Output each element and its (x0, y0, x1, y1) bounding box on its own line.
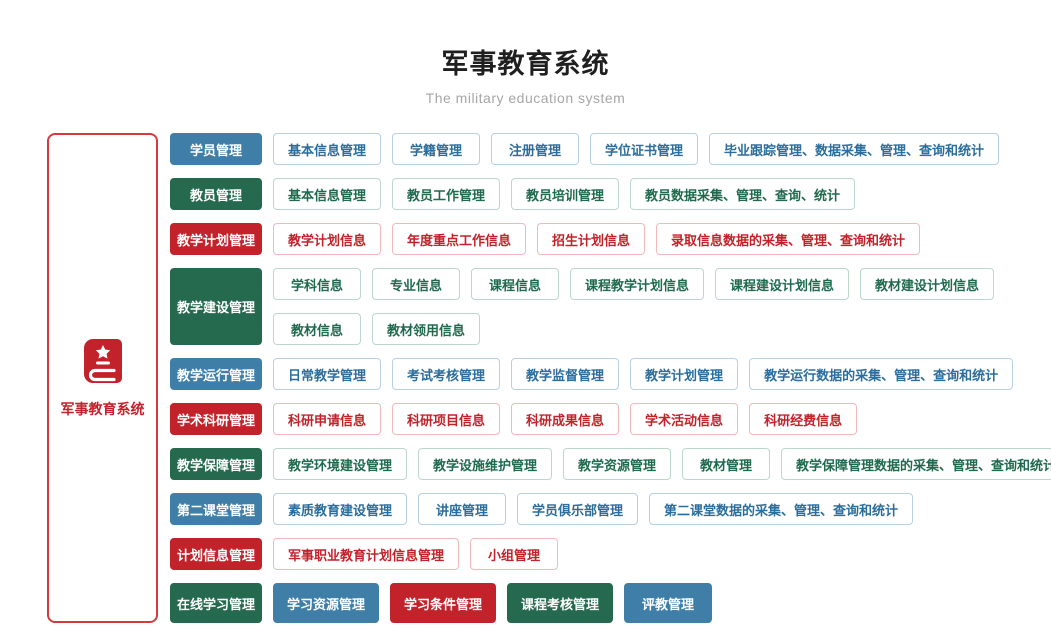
module-button[interactable]: 学员管理 (170, 133, 262, 165)
submodule-button[interactable]: 教学保障管理数据的采集、管理、查询和统计 (781, 448, 1051, 480)
module-row: 教员管理基本信息管理教员工作管理教员培训管理教员数据采集、管理、查询、统计 (170, 178, 1051, 210)
system-root-panel: 军事教育系统 (47, 133, 158, 623)
submodule-button[interactable]: 科研申请信息 (273, 403, 382, 435)
submodule-button[interactable]: 教学环境建设管理 (273, 448, 408, 480)
module-row: 教学保障管理教学环境建设管理教学设施维护管理教学资源管理教材管理教学保障管理数据… (170, 448, 1051, 480)
page-title: 军事教育系统 (441, 49, 610, 79)
submodule-button[interactable]: 评教管理 (624, 583, 713, 623)
submodule-button[interactable]: 学员俱乐部管理 (517, 493, 639, 525)
main-layout: 军事教育系统 学员管理基本信息管理学籍管理注册管理学位证书管理毕业跟踪管理、数据… (47, 133, 1051, 623)
submodule-button[interactable]: 教材建设计划信息 (860, 268, 995, 300)
submodule-button[interactable]: 教员培训管理 (511, 178, 620, 210)
submodule-button[interactable]: 教学运行数据的采集、管理、查询和统计 (749, 358, 1014, 390)
module-row: 学员管理基本信息管理学籍管理注册管理学位证书管理毕业跟踪管理、数据采集、管理、查… (170, 133, 1051, 165)
submodule-rows: 教学计划信息年度重点工作信息招生计划信息录取信息数据的采集、管理、查询和统计 (273, 223, 921, 255)
submodule-button[interactable]: 教学资源管理 (563, 448, 672, 480)
module-button[interactable]: 教员管理 (170, 178, 262, 210)
submodule-rows: 学科信息专业信息课程信息课程教学计划信息课程建设计划信息教材建设计划信息教材信息… (273, 268, 995, 345)
module-row: 教学建设管理学科信息专业信息课程信息课程教学计划信息课程建设计划信息教材建设计划… (170, 268, 1051, 345)
module-row: 第二课堂管理素质教育建设管理讲座管理学员俱乐部管理第二课堂数据的采集、管理、查询… (170, 493, 1051, 525)
submodule-button[interactable]: 教学计划管理 (630, 358, 739, 390)
submodule-button[interactable]: 课程信息 (471, 268, 559, 300)
submodule-button[interactable]: 基本信息管理 (273, 133, 382, 165)
module-button[interactable]: 教学运行管理 (170, 358, 262, 390)
submodule-button[interactable]: 军事职业教育计划信息管理 (273, 538, 460, 570)
submodule-button[interactable]: 专业信息 (372, 268, 460, 300)
submodule-button[interactable]: 学习资源管理 (273, 583, 380, 623)
submodule-button[interactable]: 招生计划信息 (537, 223, 646, 255)
submodule-rows: 基本信息管理学籍管理注册管理学位证书管理毕业跟踪管理、数据采集、管理、查询和统计 (273, 133, 1000, 165)
submodule-button[interactable]: 注册管理 (491, 133, 580, 165)
module-button[interactable]: 计划信息管理 (170, 538, 262, 570)
submodule-rows: 日常教学管理考试考核管理教学监督管理教学计划管理教学运行数据的采集、管理、查询和… (273, 358, 1014, 390)
submodule-button[interactable]: 学位证书管理 (590, 133, 699, 165)
submodule-button[interactable]: 课程建设计划信息 (715, 268, 850, 300)
submodule-button[interactable]: 教员工作管理 (392, 178, 501, 210)
submodule-button[interactable]: 日常教学管理 (273, 358, 382, 390)
submodule-button[interactable]: 学习条件管理 (390, 583, 497, 623)
submodule-rows: 科研申请信息科研项目信息科研成果信息学术活动信息科研经费信息 (273, 403, 858, 435)
module-row: 学术科研管理科研申请信息科研项目信息科研成果信息学术活动信息科研经费信息 (170, 403, 1051, 435)
submodule-button[interactable]: 教学设施维护管理 (418, 448, 553, 480)
submodule-button[interactable]: 教学监督管理 (511, 358, 620, 390)
module-rows: 学员管理基本信息管理学籍管理注册管理学位证书管理毕业跟踪管理、数据采集、管理、查… (170, 133, 1051, 623)
submodule-button[interactable]: 基本信息管理 (273, 178, 382, 210)
module-button[interactable]: 教学保障管理 (170, 448, 262, 480)
submodule-button[interactable]: 素质教育建设管理 (273, 493, 408, 525)
module-button[interactable]: 第二课堂管理 (170, 493, 262, 525)
submodule-button[interactable]: 教材管理 (682, 448, 771, 480)
submodule-button[interactable]: 第二课堂数据的采集、管理、查询和统计 (649, 493, 914, 525)
submodule-button[interactable]: 考试考核管理 (392, 358, 501, 390)
submodule-button[interactable]: 录取信息数据的采集、管理、查询和统计 (656, 223, 921, 255)
submodule-button[interactable]: 课程考核管理 (507, 583, 614, 623)
module-button[interactable]: 教学计划管理 (170, 223, 262, 255)
submodule-button[interactable]: 年度重点工作信息 (392, 223, 527, 255)
submodule-button[interactable]: 讲座管理 (418, 493, 507, 525)
module-row: 在线学习管理学习资源管理学习条件管理课程考核管理评教管理 (170, 583, 1051, 623)
module-row: 教学运行管理日常教学管理考试考核管理教学监督管理教学计划管理教学运行数据的采集、… (170, 358, 1051, 390)
book-with-star-icon (80, 337, 126, 390)
page-subtitle: The military education system (425, 90, 626, 106)
submodule-button[interactable]: 学术活动信息 (630, 403, 739, 435)
module-row: 教学计划管理教学计划信息年度重点工作信息招生计划信息录取信息数据的采集、管理、查… (170, 223, 1051, 255)
submodule-button[interactable]: 学籍管理 (392, 133, 481, 165)
submodule-button[interactable]: 科研成果信息 (511, 403, 620, 435)
page-header: 军事教育系统 The military education system (0, 0, 1051, 106)
submodule-button[interactable]: 课程教学计划信息 (570, 268, 705, 300)
submodule-rows: 素质教育建设管理讲座管理学员俱乐部管理第二课堂数据的采集、管理、查询和统计 (273, 493, 914, 525)
module-button[interactable]: 学术科研管理 (170, 403, 262, 435)
submodule-rows: 军事职业教育计划信息管理小组管理 (273, 538, 559, 570)
submodule-rows: 教学环境建设管理教学设施维护管理教学资源管理教材管理教学保障管理数据的采集、管理… (273, 448, 1051, 480)
submodule-button[interactable]: 学科信息 (273, 268, 361, 300)
submodule-button[interactable]: 教学计划信息 (273, 223, 382, 255)
submodule-button[interactable]: 小组管理 (470, 538, 559, 570)
module-row: 计划信息管理军事职业教育计划信息管理小组管理 (170, 538, 1051, 570)
module-button[interactable]: 教学建设管理 (170, 268, 262, 345)
module-button[interactable]: 在线学习管理 (170, 583, 262, 623)
submodule-button[interactable]: 毕业跟踪管理、数据采集、管理、查询和统计 (709, 133, 1000, 165)
submodule-button[interactable]: 科研项目信息 (392, 403, 501, 435)
submodule-button[interactable]: 科研经费信息 (749, 403, 858, 435)
submodule-rows: 学习资源管理学习条件管理课程考核管理评教管理 (273, 583, 713, 623)
submodule-button[interactable]: 教员数据采集、管理、查询、统计 (630, 178, 856, 210)
submodule-rows: 基本信息管理教员工作管理教员培训管理教员数据采集、管理、查询、统计 (273, 178, 856, 210)
submodule-button[interactable]: 教材信息 (273, 313, 361, 345)
submodule-button[interactable]: 教材领用信息 (372, 313, 481, 345)
system-root-label: 军事教育系统 (60, 401, 145, 417)
